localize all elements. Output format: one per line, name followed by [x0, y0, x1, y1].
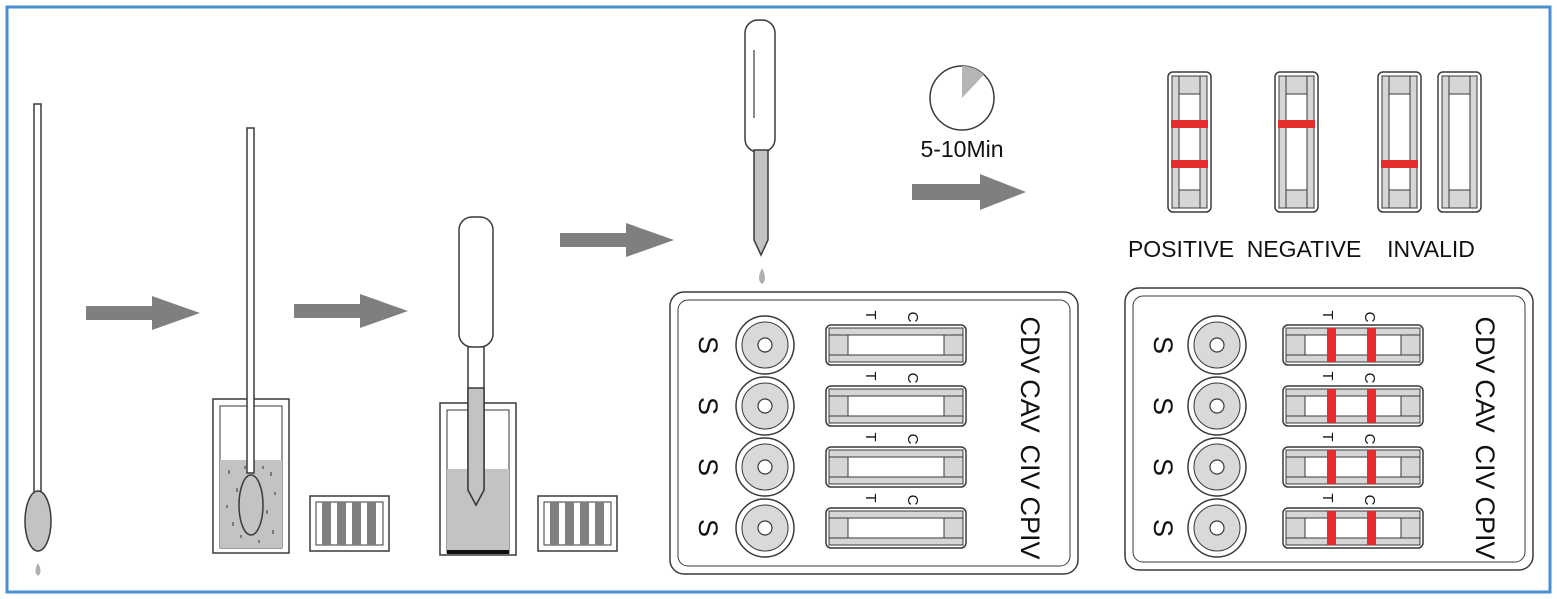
test-card-after: S T C CDV S T C CAV S T C CIV S T C CPIV — [1124, 287, 1534, 571]
test-line-label: T — [1319, 310, 1336, 319]
strip-pack — [537, 495, 618, 552]
test-line — [1381, 160, 1418, 168]
right-arrow-icon — [294, 294, 408, 328]
tube-with-dropper — [439, 216, 517, 556]
sample-label: S — [1148, 519, 1178, 537]
control-line-label: C — [1361, 434, 1378, 445]
strip-pack — [309, 495, 390, 552]
test-line — [1171, 160, 1208, 168]
control-line — [1278, 120, 1315, 128]
control-line — [1171, 120, 1208, 128]
test-line — [1327, 389, 1336, 423]
test-row: S T C CPIV — [1148, 493, 1500, 559]
outer-frame — [5, 5, 1552, 594]
result-cassette — [1274, 71, 1319, 213]
control-line — [1367, 328, 1376, 362]
swab — [24, 103, 52, 576]
test-line — [1327, 328, 1336, 362]
pathogen-label: CPIV — [1470, 496, 1500, 559]
right-arrow-icon — [86, 296, 200, 330]
control-line-label: C — [904, 373, 921, 384]
right-arrow-icon — [560, 223, 674, 257]
result-cassettes — [1167, 71, 1482, 213]
swab-stick — [33, 103, 42, 497]
test-row: S T C CIV — [1148, 432, 1500, 497]
test-card-before: S T C CDV S T C CAV S T C CIV S T C CPIV — [669, 291, 1079, 575]
sample-label: S — [693, 519, 723, 537]
control-line-label: C — [904, 495, 921, 506]
result-label-negative: NEGATIVE — [1247, 236, 1362, 262]
test-line-label: T — [1319, 432, 1336, 441]
test-line-label: T — [1319, 493, 1336, 502]
pathogen-label: CIV — [1015, 444, 1045, 489]
test-row: S T C CPIV — [693, 493, 1045, 559]
sample-label: S — [693, 336, 723, 354]
control-line — [1367, 450, 1376, 484]
result-label-invalid: INVALID — [1387, 236, 1475, 262]
control-line-label: C — [1361, 312, 1378, 323]
sample-label: S — [1148, 458, 1178, 476]
dropper — [744, 19, 776, 284]
control-line-label: C — [904, 434, 921, 445]
test-line — [1327, 450, 1336, 484]
test-line — [1327, 511, 1336, 545]
test-row: S T C CAV — [693, 371, 1045, 436]
control-line-label: C — [1361, 495, 1378, 506]
sample-label: S — [693, 397, 723, 415]
pathogen-label: CDV — [1470, 316, 1500, 373]
pathogen-label: CDV — [1015, 316, 1045, 373]
test-line-label: T — [862, 371, 879, 380]
right-arrow-icon — [912, 174, 1026, 210]
result-cassette — [1377, 71, 1422, 213]
sample-label: S — [1148, 336, 1178, 354]
control-line — [1367, 389, 1376, 423]
test-line-label: T — [1319, 371, 1336, 380]
pathogen-label: CIV — [1470, 444, 1500, 489]
result-label-positive: POSITIVE — [1128, 236, 1234, 262]
test-row: S T C CIV — [693, 432, 1045, 497]
swab-tip — [24, 490, 52, 552]
pathogen-label: CAV — [1470, 379, 1500, 433]
test-row: S T C CAV — [1148, 371, 1500, 436]
test-line-label: T — [862, 432, 879, 441]
clock-icon — [929, 65, 995, 131]
control-line-label: C — [904, 312, 921, 323]
swab-drop — [35, 563, 41, 576]
result-cassette — [1437, 71, 1482, 213]
result-cassette — [1167, 71, 1212, 213]
pathogen-label: CAV — [1015, 379, 1045, 433]
control-line — [1367, 511, 1376, 545]
tube-with-swab — [212, 127, 290, 554]
timer-label: 5-10Min — [920, 136, 1003, 162]
sample-label: S — [693, 458, 723, 476]
test-row: S T C CDV — [693, 310, 1045, 375]
control-line-label: C — [1361, 373, 1378, 384]
test-line-label: T — [862, 310, 879, 319]
test-row: S T C CDV — [1148, 310, 1500, 375]
sample-label: S — [1148, 397, 1178, 415]
test-line-label: T — [862, 493, 879, 502]
pathogen-label: CPIV — [1015, 496, 1045, 559]
